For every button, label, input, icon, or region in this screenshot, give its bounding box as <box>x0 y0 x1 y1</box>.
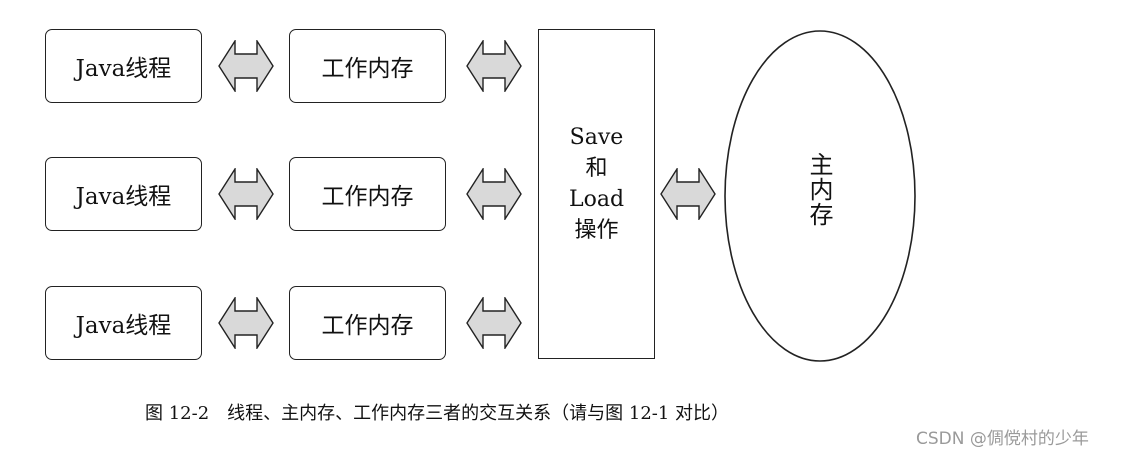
double-arrow-icon <box>466 168 522 220</box>
main-memory-label: 主内存 <box>805 152 833 227</box>
double-arrow-icon <box>466 297 522 349</box>
java-thread-box-1: Java线程 <box>45 29 202 103</box>
double-arrow-icon <box>218 168 274 220</box>
save-label: Save <box>569 125 624 150</box>
double-arrow-icon <box>660 168 716 220</box>
load-label: Load <box>568 187 625 212</box>
work-memory-box-2: 工作内存 <box>289 157 446 231</box>
double-arrow-icon <box>218 40 274 92</box>
save-load-box: Save 和 Load 操作 <box>538 29 655 359</box>
main-memory-ellipse <box>724 30 916 362</box>
and-label: 和 <box>585 156 608 181</box>
work-memory-box-1: 工作内存 <box>289 29 446 103</box>
figure-caption: 图 12-2 线程、主内存、工作内存三者的交互关系（请与图 12-1 对比） <box>145 403 730 424</box>
watermark: CSDN @倜傥村的少年 <box>916 429 1089 449</box>
java-thread-box-3: Java线程 <box>45 286 202 360</box>
java-thread-box-2: Java线程 <box>45 157 202 231</box>
double-arrow-icon <box>218 297 274 349</box>
operation-label: 操作 <box>574 218 619 243</box>
work-memory-box-3: 工作内存 <box>289 286 446 360</box>
double-arrow-icon <box>466 40 522 92</box>
